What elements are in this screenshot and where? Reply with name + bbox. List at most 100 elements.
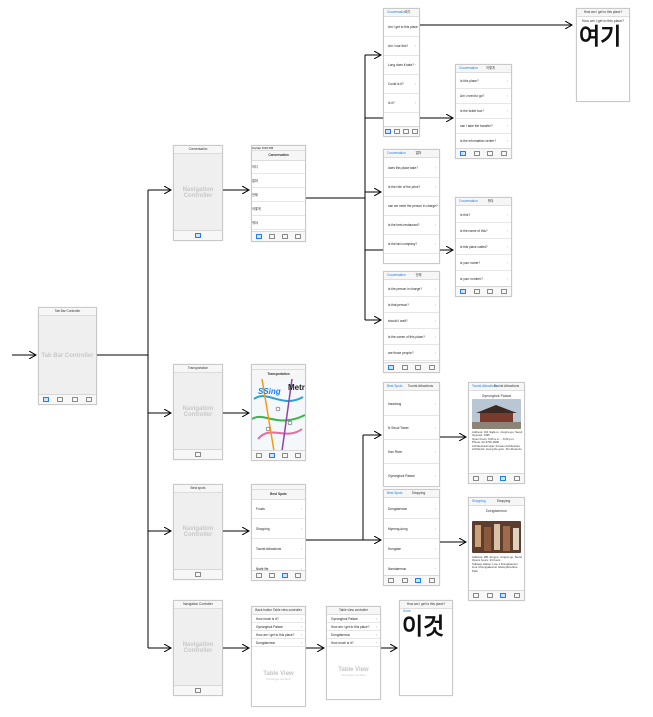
tab-bar[interactable] bbox=[456, 286, 511, 296]
search-tab-icon[interactable] bbox=[411, 128, 418, 135]
tab-bar[interactable] bbox=[384, 575, 439, 585]
list-item[interactable]: is your name? bbox=[456, 255, 511, 271]
conversation-tab-icon[interactable] bbox=[459, 150, 466, 157]
transportation-tab-icon[interactable] bbox=[268, 572, 275, 579]
list-item[interactable]: are those people? bbox=[384, 345, 439, 361]
list-item[interactable]: Hongdae bbox=[384, 539, 439, 559]
list-item[interactable]: Dongdaemun bbox=[384, 499, 439, 519]
list-item[interactable]: is the owner of this place? bbox=[384, 329, 439, 345]
list-item[interactable]: can I take the transfer? bbox=[456, 119, 511, 134]
list-item[interactable]: is this place called? bbox=[456, 239, 511, 255]
conversation-tab-icon[interactable] bbox=[387, 364, 394, 371]
list-item[interactable]: is the ride of the price? bbox=[384, 178, 439, 197]
list-item[interactable]: Is the ticket box? bbox=[456, 104, 511, 119]
transportation-tab-icon[interactable] bbox=[394, 128, 401, 135]
list-item[interactable]: Gyeongbok Palace bbox=[327, 615, 380, 623]
list-item[interactable]: 뭐야 bbox=[252, 216, 305, 230]
transportation-tab-icon[interactable] bbox=[473, 150, 480, 157]
list-item[interactable]: is the best restaurant? bbox=[384, 216, 439, 235]
list-item[interactable]: How much is it? bbox=[327, 639, 380, 647]
tab-bar[interactable] bbox=[252, 570, 305, 580]
tab-bar-controller-scene[interactable]: Tab Bar Controller Tab Bar Controller bbox=[38, 307, 97, 405]
transportation-tab-icon[interactable] bbox=[57, 396, 64, 403]
conversation-tab-icon[interactable] bbox=[255, 233, 262, 240]
back-button[interactable]: Conversation bbox=[387, 151, 406, 155]
back-button[interactable]: Conversation bbox=[387, 273, 406, 277]
list-item[interactable]: Insadong bbox=[384, 392, 439, 416]
conversation-tab-icon[interactable] bbox=[459, 288, 466, 295]
list-item[interactable]: How am I get to this place? bbox=[327, 623, 380, 631]
list-item[interactable]: Could is it? bbox=[384, 75, 419, 94]
list-item[interactable]: Han River bbox=[384, 440, 439, 464]
conversation-tab-icon[interactable] bbox=[255, 572, 262, 579]
detail-this-scene[interactable]: How am I get to this place? Done 이것 bbox=[399, 600, 453, 696]
best-spots-tab-icon[interactable] bbox=[282, 233, 289, 240]
list-item[interactable]: Am I need to go? bbox=[456, 89, 511, 104]
back-button[interactable]: Best Spots bbox=[387, 384, 403, 388]
conversation-tab-icon[interactable] bbox=[387, 577, 394, 584]
best-spots-tab-icon[interactable] bbox=[282, 452, 289, 459]
list-item[interactable]: Is this? bbox=[456, 207, 511, 223]
list-item[interactable]: is the taxi company? bbox=[384, 235, 439, 254]
search-tab-icon[interactable] bbox=[295, 572, 302, 579]
search-tab-icon[interactable] bbox=[429, 364, 436, 371]
best-spots-tab-icon[interactable] bbox=[487, 288, 494, 295]
navigation-controller-search[interactable]: Navigation Controller Navigation Control… bbox=[173, 600, 223, 696]
list-item[interactable]: Gyeongbok Palace bbox=[252, 623, 305, 631]
list-item[interactable]: can we meet the person in charge? bbox=[384, 197, 439, 216]
detail-here-scene[interactable]: How am I get to this place? How am I get… bbox=[576, 8, 630, 102]
list-item[interactable]: 어떻게 bbox=[252, 202, 305, 216]
search-tab-icon[interactable] bbox=[429, 577, 436, 584]
search-table-scene[interactable]: Back button Table view controller How mu… bbox=[251, 606, 306, 707]
transportation-tab-icon[interactable] bbox=[401, 364, 408, 371]
list-item[interactable]: Is it? bbox=[384, 94, 419, 113]
conversation-tab-icon[interactable] bbox=[255, 452, 262, 459]
best-spots-tab-icon[interactable] bbox=[487, 150, 494, 157]
list-item[interactable]: 언제 bbox=[252, 188, 305, 202]
search-tab-icon[interactable] bbox=[295, 233, 302, 240]
tab-bar[interactable] bbox=[252, 450, 305, 460]
list-item[interactable]: Myeong-dong bbox=[384, 519, 439, 539]
tab-bar[interactable] bbox=[384, 362, 439, 372]
list-item[interactable]: Long does it take? bbox=[384, 56, 419, 75]
back-button[interactable]: Best Spots bbox=[387, 491, 403, 495]
search-tab-icon[interactable] bbox=[501, 288, 508, 295]
navigation-controller-conversation[interactable]: Conversation Navigation Controller bbox=[173, 145, 223, 241]
back-button[interactable]: Conversation bbox=[387, 10, 406, 14]
best-spots-tab-icon[interactable] bbox=[71, 396, 78, 403]
conversation-tab-icon[interactable] bbox=[385, 128, 392, 135]
conversation-tab-icon[interactable] bbox=[472, 592, 479, 599]
list-item[interactable]: should I wait? bbox=[384, 313, 439, 329]
list-item[interactable]: is that person? bbox=[384, 297, 439, 313]
transportation-tab-icon[interactable] bbox=[401, 577, 408, 584]
list-item[interactable]: Am I use this? bbox=[384, 37, 419, 56]
conversation-tab-icon[interactable] bbox=[43, 396, 50, 403]
list-item[interactable]: is your number? bbox=[456, 271, 511, 287]
list-item[interactable]: Dongdaemun bbox=[327, 631, 380, 639]
list-item[interactable]: Foods bbox=[252, 499, 305, 519]
transportation-tab-icon[interactable] bbox=[486, 592, 493, 599]
tab-bar[interactable] bbox=[384, 126, 419, 136]
transportation-tab-icon[interactable] bbox=[486, 475, 493, 482]
search-tab-icon[interactable] bbox=[501, 150, 508, 157]
tab-bar[interactable] bbox=[469, 590, 524, 600]
list-item[interactable]: Am I get to this place ? bbox=[384, 18, 419, 37]
best-spots-scene[interactable]: Best Spots Foods Shopping Tourist Attrac… bbox=[251, 484, 306, 581]
list-item[interactable]: Is the information center? bbox=[456, 134, 511, 149]
done-button[interactable]: Done bbox=[403, 609, 411, 613]
best-spots-tab-icon[interactable] bbox=[402, 128, 409, 135]
list-item[interactable]: is the person in charge? bbox=[384, 281, 439, 297]
navigation-controller-bestspots[interactable]: Best spots Navigation Controller bbox=[173, 484, 223, 580]
tab-bar[interactable] bbox=[469, 473, 524, 483]
transportation-scene[interactable]: Transportation SSing Metr bbox=[251, 364, 306, 461]
list-item[interactable]: does this place take? bbox=[384, 159, 439, 178]
navigation-controller-transportation[interactable]: Transportation Navigation Controller bbox=[173, 364, 223, 460]
